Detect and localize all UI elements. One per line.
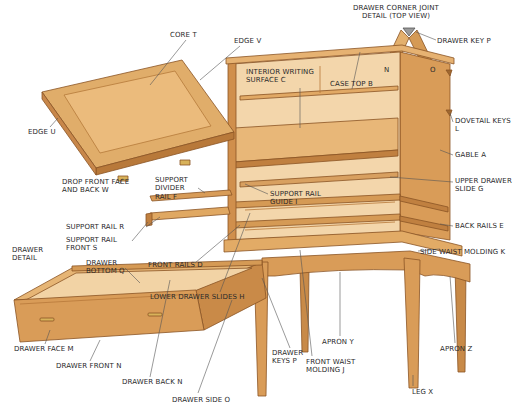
part-label: EDGE V [234, 37, 274, 45]
part-label: O [430, 66, 440, 74]
part-label: LEG X [412, 388, 446, 396]
part-label: FRONT WAIST MOLDING J [306, 358, 366, 375]
part-label: DRAWER CORNER JOINT DETAIL (TOP VIEW) [348, 4, 444, 21]
part-label: UPPER DRAWER SLIDE G [455, 177, 517, 194]
part-label: DRAWER KEY P [437, 37, 517, 45]
part-label: SUPPORT RAIL GUIDE I [270, 190, 334, 207]
part-label: DRAWER BOTTOM Q [86, 259, 136, 276]
part-label: FRONT RAILS D [148, 261, 222, 269]
part-label: BACK RAILS E [455, 222, 505, 230]
part-label: SUPPORT DIVIDER RAIL F [155, 176, 199, 201]
part-label: APRON Z [440, 345, 486, 353]
part-label: DRAWER DETAIL [12, 246, 58, 263]
part-label: DOVETAIL KEYS L [455, 117, 517, 134]
part-label: APRON Y [322, 338, 368, 346]
part-label: SUPPORT RAIL R [66, 223, 146, 231]
part-label: DRAWER FRONT N [56, 362, 130, 370]
part-label: GABLE A [455, 151, 517, 159]
part-label: SIDE WAIST MOLDING K [420, 248, 522, 256]
part-label: LOWER DRAWER SLIDES H [150, 293, 260, 301]
part-label: SUPPORT RAIL FRONT S [66, 236, 130, 253]
part-label: DROP FRONT FACE AND BACK W [62, 178, 146, 195]
part-label: CORE T [170, 31, 210, 39]
part-label: DRAWER FACE M [14, 345, 88, 353]
part-label: DRAWER KEYS P [272, 349, 308, 366]
part-label: EDGE U [28, 128, 68, 136]
part-label: DRAWER BACK N [122, 378, 196, 386]
part-label: N [384, 66, 394, 74]
part-label: CASE TOP B [330, 80, 390, 88]
part-label: DRAWER SIDE O [172, 396, 246, 404]
